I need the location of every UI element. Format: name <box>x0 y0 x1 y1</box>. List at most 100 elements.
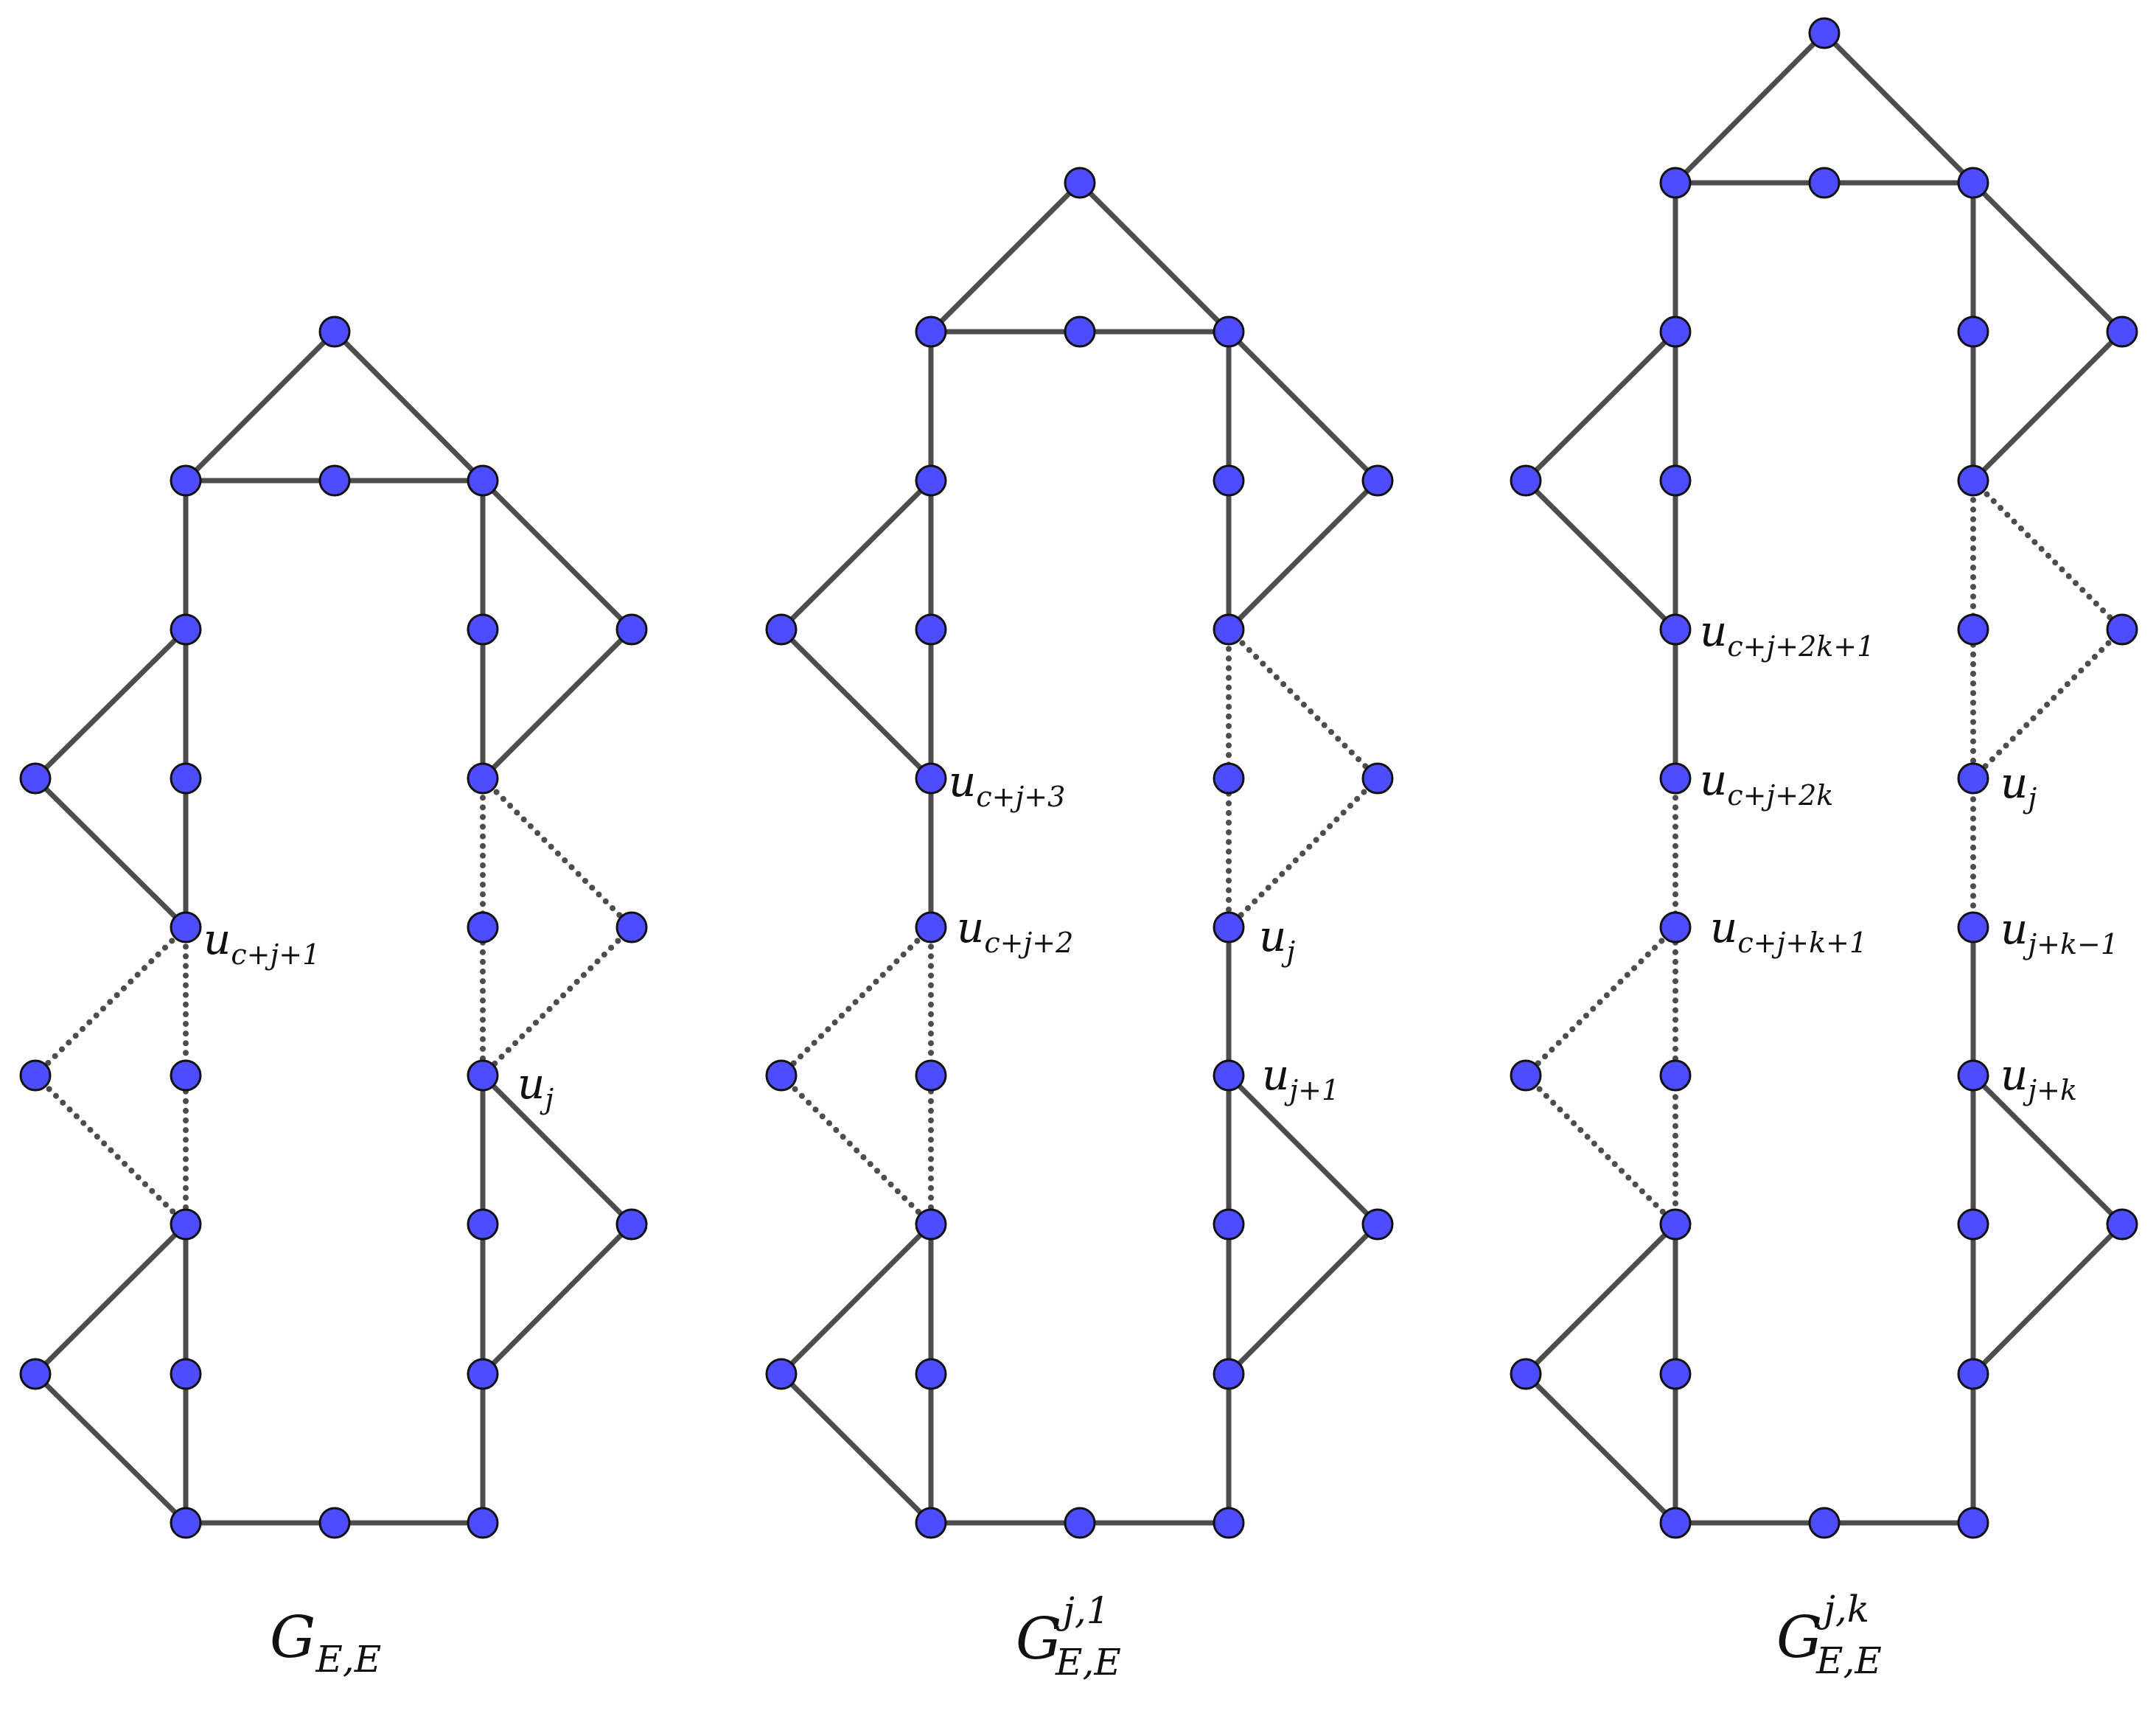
vertex <box>467 1208 499 1241</box>
vertex <box>1659 1208 1692 1241</box>
edge <box>480 478 635 632</box>
vertex <box>170 613 202 646</box>
vertex <box>1957 167 1989 199</box>
edge <box>1970 1072 2125 1227</box>
vertex <box>615 911 648 944</box>
vertex-label: uc+j+k+1 <box>1710 902 1867 959</box>
vertex <box>1361 464 1394 497</box>
dotted-edge <box>480 775 635 930</box>
edge <box>480 1072 635 1227</box>
vertex <box>765 1358 798 1390</box>
vertex <box>2106 315 2138 348</box>
vertex <box>1659 315 1692 348</box>
vertex <box>1957 1059 1989 1092</box>
vertex <box>915 1507 947 1539</box>
vertex <box>1064 315 1096 348</box>
dotted-edge <box>778 924 934 1078</box>
vertex <box>1957 613 1989 646</box>
vertex <box>467 464 499 497</box>
vertex <box>467 1507 499 1539</box>
vertex <box>2106 1208 2138 1241</box>
vertex <box>1808 167 1841 199</box>
edge <box>1970 1221 2125 1377</box>
graph-2: uc+j+3 uc+j+2 uj uj+1 Gj,1 E,E <box>765 167 1394 1684</box>
vertex <box>1213 911 1245 944</box>
edge <box>480 627 635 781</box>
edge <box>1523 478 1678 632</box>
vertex <box>1213 1358 1245 1390</box>
edge <box>1523 1221 1678 1377</box>
vertex <box>1213 464 1245 497</box>
dotted-edge <box>1523 924 1678 1078</box>
vertex <box>915 911 947 944</box>
edge <box>1821 30 1976 186</box>
vertex <box>170 762 202 795</box>
vertex <box>1659 613 1692 646</box>
vertex-label: uj+k <box>2000 1050 2077 1106</box>
edge <box>1523 1371 1678 1526</box>
vertex-label: uj <box>517 1058 554 1115</box>
vertex <box>615 613 648 646</box>
edge <box>32 775 189 930</box>
edge <box>332 329 486 484</box>
vertex <box>915 315 947 348</box>
vertex <box>915 1208 947 1241</box>
vertex <box>1213 1208 1245 1241</box>
edge <box>32 1371 189 1526</box>
edge <box>1226 1072 1381 1227</box>
vertex <box>1659 762 1692 795</box>
vertex <box>318 315 351 348</box>
edge <box>1672 30 1827 186</box>
vertex <box>1659 1507 1692 1539</box>
vertex <box>1659 167 1692 199</box>
vertex <box>467 613 499 646</box>
graph-1: uc+j+1 uj GE,E <box>19 315 648 1681</box>
vertex <box>915 464 947 497</box>
vertex <box>1213 762 1245 795</box>
vertex <box>170 1208 202 1241</box>
vertex <box>1659 1358 1692 1390</box>
edge <box>32 627 189 781</box>
vertex-label: uc+j+2 <box>957 902 1073 959</box>
edge <box>1970 329 2125 484</box>
dotted-edge <box>32 924 189 1078</box>
vertex <box>1957 1358 1989 1390</box>
dotted-edge <box>480 924 635 1078</box>
vertex <box>467 911 499 944</box>
vertex <box>1659 1059 1692 1092</box>
vertex <box>1659 464 1692 497</box>
vertex <box>170 464 202 497</box>
vertex <box>467 762 499 795</box>
edge <box>1226 478 1381 632</box>
graph-caption-sub: E,E <box>1055 1641 1121 1684</box>
vertex <box>1510 1358 1542 1390</box>
dotted-edge <box>1226 627 1381 781</box>
edge <box>1077 180 1232 335</box>
vertex <box>1808 1507 1841 1539</box>
vertex <box>1957 315 1989 348</box>
vertex <box>915 762 947 795</box>
dotted-edge <box>778 1072 934 1227</box>
vertex <box>170 1358 202 1390</box>
dotted-edge <box>32 1072 189 1227</box>
graph-3: uc+j+2k+1 uc+j+2k uc+j+k+1 uj uj+k−1 uj+… <box>1510 17 2138 1682</box>
graph-caption: Gj,k <box>1776 1588 1869 1671</box>
edge <box>778 627 934 781</box>
dotted-edge <box>1523 1072 1678 1227</box>
vertex <box>1957 911 1989 944</box>
vertex <box>170 1059 202 1092</box>
graph-caption-sub: E,E <box>1815 1639 1882 1682</box>
graph-caption: GE,E <box>270 1605 381 1681</box>
vertex-label: uc+j+1 <box>203 914 320 971</box>
vertex-label: uc+j+3 <box>949 756 1065 813</box>
edge <box>1226 1221 1381 1377</box>
vertex <box>915 1358 947 1390</box>
dotted-edge <box>1970 627 2125 781</box>
dotted-edge <box>1226 775 1381 930</box>
vertex-label: uc+j+2k <box>1700 755 1833 812</box>
edge <box>480 1221 635 1377</box>
vertex-label: uj <box>2000 758 2037 815</box>
edge <box>778 478 934 632</box>
edge <box>778 1221 934 1377</box>
